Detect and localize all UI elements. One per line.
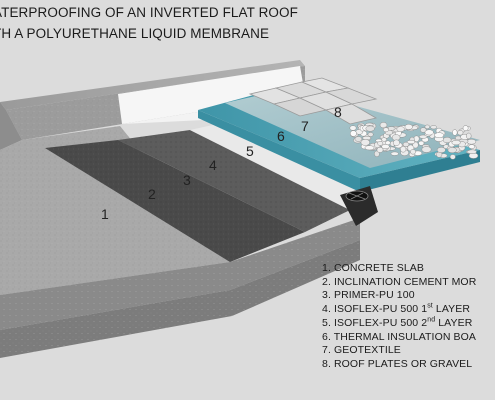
membrane-upturn — [118, 66, 305, 124]
gravel-pebble — [383, 127, 389, 133]
gravel-pebble — [452, 129, 458, 136]
legend-item: 7. GEOTEXTILE — [322, 344, 401, 357]
gravel-bed — [349, 122, 479, 160]
insulation-front — [360, 150, 480, 192]
gravel-pebble — [451, 140, 461, 146]
gravel-pebble — [410, 149, 416, 155]
gravel-pebble — [436, 147, 446, 153]
gravel-pebble — [349, 130, 357, 137]
gravel-pebble — [418, 140, 425, 146]
gravel-pebble — [430, 125, 437, 130]
gravel-pebble — [354, 136, 363, 142]
roof-plate — [324, 87, 378, 105]
gravel-pebble — [392, 139, 400, 147]
callout-6: 6 — [277, 128, 285, 144]
roof-plate — [324, 103, 378, 125]
gravel-pebble — [360, 139, 370, 146]
gravel-pebble — [421, 146, 432, 153]
gravel-pebble — [424, 124, 430, 129]
gravel-pebble — [449, 154, 456, 160]
gravel-pebble — [367, 132, 374, 137]
gravel-pebble — [385, 140, 391, 146]
gravel-pebble — [447, 147, 457, 154]
primer-texture — [118, 130, 350, 232]
slab-front-texture — [0, 218, 360, 330]
membrane-first-layer — [190, 118, 360, 210]
callout-2: 2 — [148, 186, 156, 202]
legend-item: 3. PRIMER-PU 100 — [322, 289, 415, 302]
callout-3: 3 — [183, 172, 191, 188]
gravel-pebble — [400, 146, 407, 153]
drain-grate-bar — [350, 192, 364, 200]
callout-7: 7 — [301, 118, 309, 134]
insulation-side — [198, 110, 360, 192]
cement-mortar-texture — [45, 140, 305, 262]
side-wall-face — [0, 102, 22, 150]
roof-drain — [340, 186, 378, 226]
roof-plates — [248, 77, 378, 125]
legend-item: 5. ISOFLEX-PU 500 2nd LAYER — [322, 316, 473, 329]
gravel-pebble — [404, 123, 413, 130]
title-line-2: TH A POLYURETHANE LIQUID MEMBRANE — [0, 26, 270, 41]
gravel-pebble — [364, 145, 375, 151]
gravel-pebble — [365, 125, 375, 132]
concrete-slab-texture — [0, 126, 230, 295]
gravel-pebble — [465, 132, 472, 140]
gravel-pebble — [381, 137, 387, 142]
gravel-pebble — [462, 125, 469, 131]
gravel-pebble — [418, 134, 428, 139]
callout-4: 4 — [209, 157, 217, 173]
gravel-pebble — [424, 129, 434, 136]
gravel-pebble — [402, 141, 410, 147]
callout-8: 8 — [334, 104, 342, 120]
legend-item: 6. THERMAL INSULATION BOA — [322, 330, 477, 343]
gravel-pebble — [396, 126, 405, 132]
callout-1: 1 — [101, 206, 109, 222]
gravel-pebble — [467, 149, 477, 155]
callout-5: 5 — [246, 143, 254, 159]
gravel-pebble — [457, 130, 464, 136]
legend-item: 8. ROOF PLATES OR GRAVEL — [322, 357, 473, 370]
gravel-pebble — [381, 144, 390, 150]
legend-list: 1. CONCRETE SLAB 2. INCLINATION CEMENT M… — [322, 262, 476, 372]
gravel-pebble — [349, 125, 357, 131]
slab-bottom-texture — [0, 240, 360, 358]
gravel-pebble — [390, 151, 399, 156]
legend-item: 2. INCLINATION CEMENT MOR — [322, 275, 477, 288]
gravel-pebble — [434, 132, 444, 139]
gravel-pebble — [468, 144, 475, 149]
parapet-top — [0, 60, 305, 110]
legend-item: 4. ISOFLEX-PU 500 1st LAYER — [322, 302, 471, 316]
title-line-1: ATERPROOFING OF AN INVERTED FLAT ROOF — [0, 5, 298, 20]
gravel-pebble — [377, 141, 384, 146]
legend-item: 1. CONCRETE SLAB — [322, 262, 424, 274]
gravel-pebble — [376, 146, 384, 153]
